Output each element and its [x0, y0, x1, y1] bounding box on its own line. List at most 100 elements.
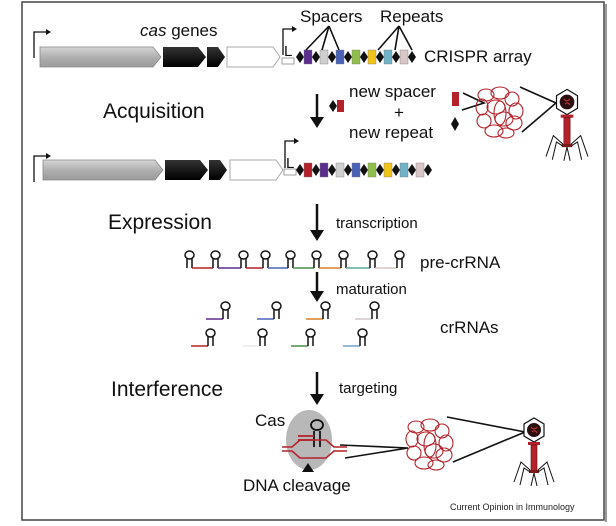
spacer-box	[383, 49, 393, 65]
promoter-arrowhead-icon	[46, 153, 51, 159]
cleavage-arrowhead-icon	[302, 463, 314, 472]
crrna-in-complex	[310, 419, 324, 447]
crispr-array-1	[296, 49, 416, 65]
repeat-hairpin	[311, 250, 322, 268]
crrna-hairpin	[369, 301, 380, 319]
expression-label: Expression	[108, 211, 212, 234]
repeat-diamond	[344, 164, 352, 176]
acquisition-arrowhead-icon	[310, 117, 324, 128]
source-spacer-box	[452, 92, 459, 106]
phage-genome	[559, 94, 575, 110]
transcription-arrowhead-icon	[310, 230, 324, 241]
cas-gene-2	[163, 47, 206, 67]
crrna-hairpin	[320, 301, 331, 319]
array-promoter-arrow-icon	[282, 28, 292, 55]
phage-tail	[530, 444, 538, 472]
spacer-box	[303, 49, 313, 65]
spacer-box	[399, 49, 409, 65]
repeat-diamond	[312, 51, 320, 63]
dna-cleavage-label: DNA cleavage	[243, 476, 351, 495]
cas-locus-expanded: L	[33, 138, 432, 182]
spacer-box	[303, 162, 313, 178]
phage-legs	[513, 461, 555, 487]
new-spacer-label: new spacer	[349, 82, 436, 101]
repeat-diamond	[360, 51, 368, 63]
repeat-hairpin	[367, 250, 378, 268]
journal-credit: Current Opinion in Immunology	[450, 502, 575, 512]
repeat-hairpin	[394, 250, 405, 268]
pre-crrna-label: pre-crRNA	[420, 253, 501, 272]
repeat-hairpin	[260, 250, 271, 268]
crrna-hairpin	[257, 328, 268, 346]
spacer-box	[383, 162, 393, 178]
spacer-box	[335, 162, 345, 178]
repeat-diamond	[376, 164, 384, 176]
repeat-diamond	[424, 164, 432, 176]
spacer-box	[367, 162, 377, 178]
crrna-hairpin	[357, 328, 368, 346]
phage-genome	[527, 423, 541, 437]
repeat-diamond	[328, 51, 336, 63]
spacers-label: Spacers	[300, 7, 362, 26]
new-repeat-label: new repeat	[349, 123, 433, 142]
phage-genome-detail	[563, 98, 571, 106]
source-repeat-diamond	[451, 117, 459, 131]
targeting-label: targeting	[339, 380, 397, 397]
crrna-hairpin	[305, 328, 316, 346]
phage-icon-2	[513, 417, 555, 487]
repeat-hairpin	[184, 250, 195, 268]
repeat-diamond	[408, 51, 416, 63]
promoter-arrow-icon	[33, 31, 46, 58]
phage-genome-detail	[530, 426, 538, 434]
spacer-box	[319, 162, 329, 178]
pre-crrna	[184, 250, 405, 269]
cas-gene-3	[209, 160, 227, 180]
spacer-box	[335, 49, 345, 65]
transcription-label: transcription	[336, 215, 418, 232]
interference-label: Interference	[111, 378, 223, 401]
interference-pointer	[339, 444, 409, 459]
phage-icon-1	[545, 88, 589, 161]
cas-genes-label: cas genes	[140, 21, 218, 40]
spacer-box	[399, 162, 409, 178]
repeat-diamond	[408, 164, 416, 176]
cas-label: Cas	[255, 411, 285, 430]
promoter-arrow-icon	[33, 155, 46, 182]
array-promoter-arrow-icon	[284, 140, 294, 168]
target-dna	[282, 435, 347, 459]
cas-locus-original: cas genes L CRISPR array Spacers Repeats	[33, 7, 532, 68]
cas-gene-1	[42, 159, 164, 181]
cas-gene-3	[207, 47, 225, 67]
cas-gene-2	[165, 160, 208, 180]
cas-gene-4	[229, 159, 284, 181]
array-promoter-arrowhead-icon	[294, 138, 299, 144]
plus-label: +	[394, 103, 404, 122]
phage-baseplate	[529, 470, 539, 473]
phage-collar	[528, 442, 540, 445]
spacer-box	[351, 49, 361, 65]
crrna-hairpin	[205, 328, 216, 346]
leader-box	[283, 168, 297, 176]
promoter-arrowhead-icon	[46, 29, 51, 35]
spacer-box	[319, 49, 329, 65]
spacer-box	[367, 49, 377, 65]
repeat-hairpin	[238, 250, 249, 268]
repeat-diamond	[296, 51, 304, 63]
repeat-hairpin	[210, 250, 221, 268]
leader-box	[281, 57, 295, 65]
new-repeat-diamond	[329, 100, 337, 112]
repeat-diamond	[360, 164, 368, 176]
label-pointer-lines	[305, 25, 413, 51]
phage-baseplate	[561, 144, 573, 148]
repeat-diamond	[328, 164, 336, 176]
repeats-label: Repeats	[380, 7, 443, 26]
maturation-arrowhead-icon	[310, 291, 324, 302]
repeat-diamond	[312, 164, 320, 176]
repeat-diamond	[392, 164, 400, 176]
crrnas	[191, 301, 380, 347]
phage-collar	[560, 114, 574, 118]
crrna-hairpin	[271, 301, 282, 319]
spacer-box	[351, 162, 361, 178]
array-promoter-arrowhead-icon	[292, 26, 297, 32]
